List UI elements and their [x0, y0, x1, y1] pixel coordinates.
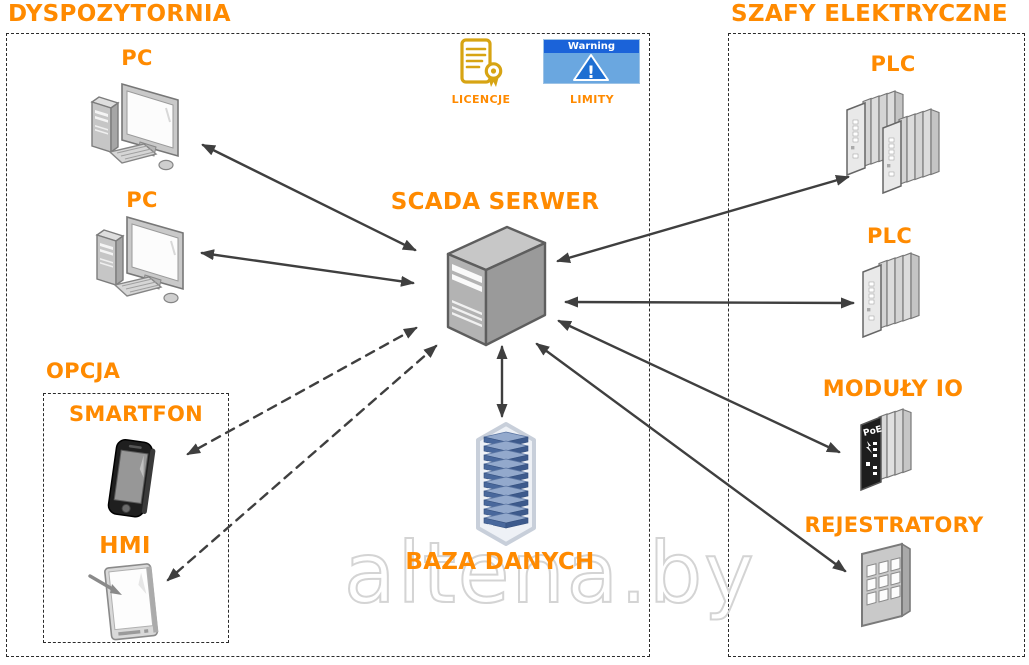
limity-label: LIMITY	[569, 93, 614, 106]
baza-danych-rack-icon	[476, 422, 536, 546]
pc1-desktop-icon	[90, 82, 179, 171]
hmi-tablet-icon	[88, 563, 159, 641]
pc1-label: PC	[121, 46, 153, 70]
licencje-certificate-icon	[460, 38, 503, 87]
opcja-title: OPCJA	[46, 359, 121, 383]
smartfon-label: SMARTFON	[69, 402, 203, 426]
hmi-label: HMI	[99, 533, 151, 559]
moduly-io-icon: PoE	[860, 408, 912, 492]
plc2-icon	[862, 252, 920, 338]
scada-server-icon	[446, 225, 547, 347]
smartfon-icon	[107, 439, 156, 518]
warning-triangle-icon: !	[573, 54, 609, 83]
limity-warning-icon: Warning !	[543, 39, 640, 84]
baza-danych-label: BAZA DANYCH	[405, 549, 595, 575]
plc2-label: PLC	[866, 224, 913, 248]
rejestratory-label: REJESTRATORY	[804, 513, 984, 537]
plc1-icon	[846, 90, 940, 194]
warning-window-titlebar: Warning	[544, 40, 639, 53]
rejestratory-icon	[861, 542, 911, 628]
poe-badge: PoE	[862, 425, 883, 439]
szafy-elektryczne-title: SZAFY ELEKTRYCZNE	[731, 1, 1008, 27]
scada-serwer-label: SCADA SERWER	[390, 189, 600, 215]
moduly-io-label: MODUŁY IO	[822, 377, 964, 402]
plc1-label: PLC	[870, 52, 916, 76]
svg-text:!: !	[587, 63, 595, 83]
pc2-label: PC	[126, 188, 158, 212]
pc2-desktop-icon	[95, 215, 184, 304]
dyspozytornia-title: DYSPOZYTORNIA	[8, 1, 231, 27]
stylus-icon	[88, 574, 122, 595]
licencje-label: LICENCJE	[451, 93, 511, 106]
